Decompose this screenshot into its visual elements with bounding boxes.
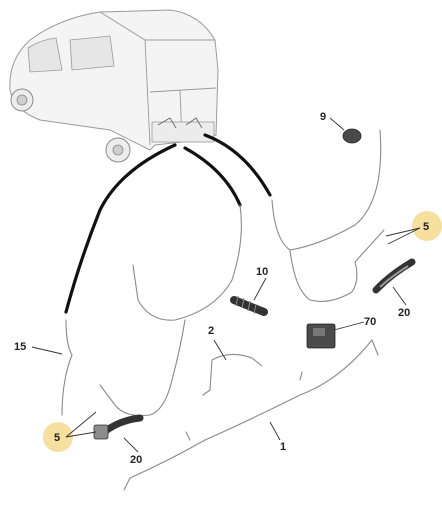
highlight-5-right <box>412 211 442 241</box>
part-20-right-sensor <box>372 258 416 294</box>
part-20-left-sensor <box>93 414 144 440</box>
wiring-harness <box>61 129 385 491</box>
callout-15: 15 <box>14 341 26 353</box>
part-9-grommet <box>342 128 362 144</box>
cables <box>64 133 272 314</box>
highlight-5-left <box>43 422 73 452</box>
leader-lines <box>31 117 421 453</box>
cable-right <box>203 133 272 197</box>
callout-20-left: 20 <box>130 454 142 466</box>
callout-10: 10 <box>256 266 268 278</box>
callout-1: 1 <box>280 441 286 453</box>
callout-70: 70 <box>364 316 376 328</box>
callout-5-left: 5 <box>54 432 60 444</box>
callout-9: 9 <box>320 111 326 123</box>
van-illustration <box>9 9 219 163</box>
wire-top-right <box>271 129 382 251</box>
callout-2: 2 <box>208 325 214 337</box>
callout-20-right: 20 <box>398 307 410 319</box>
cable-middle <box>183 146 242 207</box>
part-70-bracket <box>306 323 336 349</box>
cable-left <box>64 143 177 314</box>
part-10-connector <box>230 295 268 316</box>
callout-5-right: 5 <box>423 221 429 233</box>
